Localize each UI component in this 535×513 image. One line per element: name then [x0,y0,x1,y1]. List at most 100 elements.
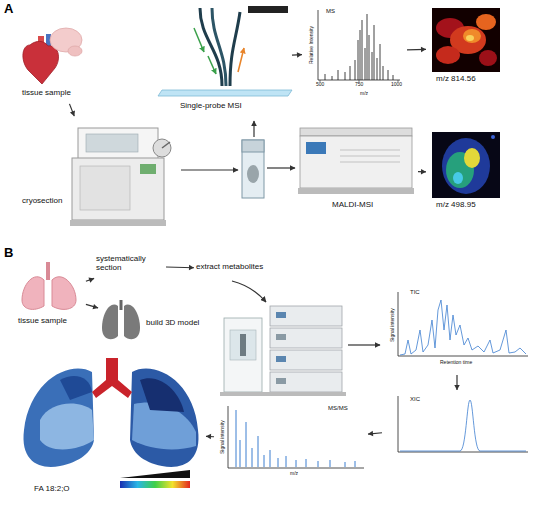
ion-image-red [476,14,496,30]
brain-icon [50,28,82,56]
maldi-instrument [300,128,412,136]
lung-heatmap-model [120,481,190,488]
ion-image-panel: m/z 498.95 [428,128,508,218]
msms-spectrum [228,406,364,468]
lung-heatmap-model [60,376,92,400]
lcms-instrument [240,334,246,356]
figure-label: MS [326,8,335,15]
maldi-instrument [300,136,412,188]
figure-label: build 3D model [146,318,199,327]
maldi-instrument [306,142,326,154]
single-probe [194,28,204,52]
flow-arrow [181,169,238,170]
flow-connector [368,431,382,436]
brain-icon [68,46,82,56]
ion-image-red [466,35,474,41]
glass-slide [242,140,264,198]
lung-heatmap-model [130,369,199,467]
figure-label: tissue sample [22,88,71,97]
single-probe [208,56,216,74]
arrow-head [368,431,373,436]
flow-connector [206,434,214,439]
grey-lung-model [124,305,140,340]
ion-image-heart [442,138,490,194]
ms-chart: MS Relative Intensity 500 750 1000 m/z [304,4,405,99]
lcms-instrument [230,330,256,360]
ion-image-red [436,46,460,64]
lcms-instrument [270,372,342,392]
figure-label: m/z [360,91,368,97]
flow-connector [454,375,460,390]
single-probe [212,8,226,86]
lung-heatmap-model [40,403,94,449]
figure-label: cryosection [22,196,62,205]
lung-model-panel: FA 18:2;O [14,356,204,506]
grey-lung-model [102,305,118,340]
cryostat-machine [86,134,138,152]
figure-label: XIC [410,396,420,403]
flow-arrow [232,281,266,302]
flow-arrow [232,281,380,345]
flow-arrow [348,344,380,345]
grey-lung-model [102,300,140,339]
ion-image-red [432,8,500,72]
cryostat-machine [162,142,170,148]
ion-image-red [479,50,497,66]
lcms-instrument [270,328,342,348]
cryostat-machine [153,139,171,157]
lcms-instrument [276,334,286,340]
lung-icon [52,277,76,310]
heart-icon [23,41,59,84]
axis-title: Relative Intensity [309,26,315,64]
arrow-head [421,169,426,174]
ms-spectrum [325,14,393,80]
figure-label: Retention time [440,360,472,366]
tic-chromatogram [400,300,526,355]
figure-label: systematically section [96,254,162,272]
ms-spectrum [318,10,400,80]
ms-spectrum [318,10,400,82]
model-panel: build 3D model [100,298,210,350]
figure-label: 500 [316,82,324,88]
xic-chromatogram [398,396,528,452]
maldi-instrument [340,150,400,162]
step-label: extract metabolites [196,262,284,276]
flow-connector [407,47,426,52]
figure-label: 1000 [391,82,402,88]
flow-connector [418,169,426,174]
ion-image-heart [491,135,495,139]
lung-heatmap-model [23,369,94,467]
flow-connector [292,52,302,57]
single-probe [238,48,244,72]
lung-heatmap-model [92,358,132,398]
lcms-instrument [224,318,262,392]
lung-heatmap-model [120,470,190,478]
ion-image-panel: m/z 814.56 [428,4,508,92]
figure-label: 750 [355,82,363,88]
lcms-instrument [270,350,342,370]
lung-icon [22,262,76,309]
tic-chart: TICSignal intensityRetention time [384,285,530,373]
arrow-head [454,385,460,390]
axis-title: Signal intensity [390,308,396,342]
lcms-instrument [220,392,346,396]
figure-label: MALDI-MSI [332,200,373,209]
ion-image-heart [432,132,500,198]
tic-chromatogram [398,292,528,356]
maldi-panel: MALDI-MSI [298,120,416,220]
arrow-head [88,277,94,282]
arrow-head [421,47,426,52]
figure-label: m/z [290,471,298,477]
cryosection-panel: cryosection [18,118,178,235]
arrow-head [189,265,194,270]
figure-label: MS/MS [328,405,348,412]
cryostat-machine [70,220,166,226]
single-probe [158,6,292,96]
cryostat-machine [72,158,164,220]
msms-spectrum [236,410,355,467]
figure-label: m/z 498.95 [436,200,476,209]
glass-slide [242,140,264,152]
msms-chart: MS/MSSignal intensitym/z [216,402,366,480]
lcms-instrument [270,306,342,326]
